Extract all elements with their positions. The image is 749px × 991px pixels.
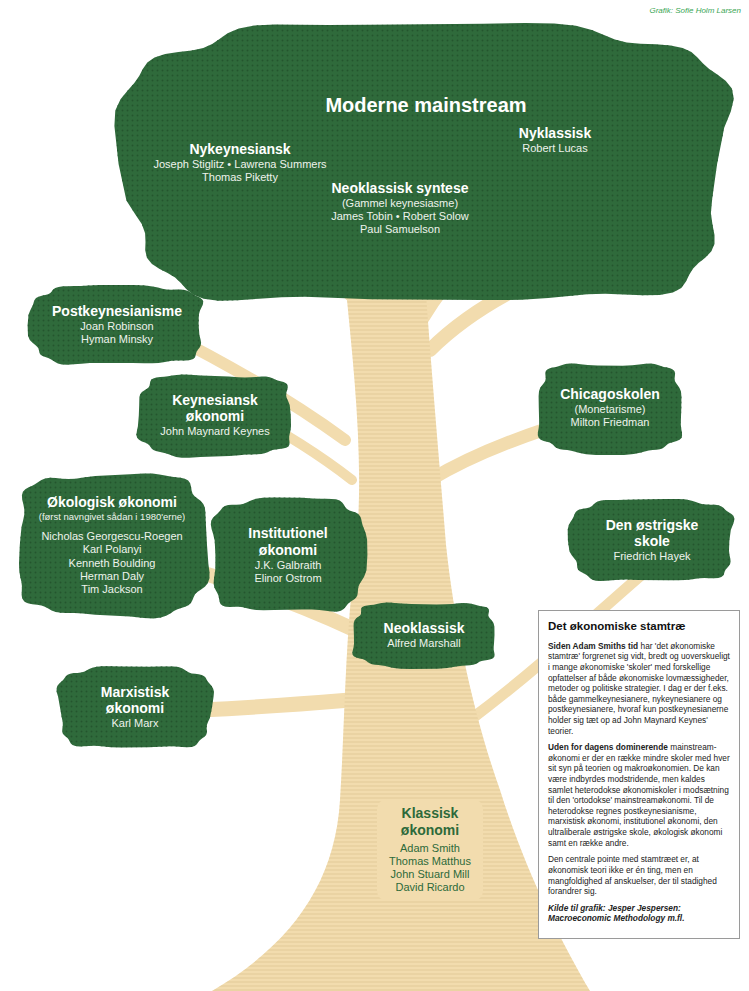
- economist-name: John Maynard Keynes: [160, 425, 269, 438]
- paragraph: Siden Adam Smiths tidhar 'det økonomiske…: [548, 641, 730, 736]
- economist-name: Friedrich Hayek: [613, 550, 690, 563]
- economist-name: Adam Smith: [400, 842, 460, 855]
- school-name: Keynesiansk økonomi: [160, 392, 270, 426]
- economist-name: John Stuard Mill: [391, 868, 470, 881]
- economist-name: Hyman Minsky: [81, 333, 153, 346]
- school-group: NyklassiskRobert Lucas: [515, 122, 596, 158]
- economist-name: Karl Polanyi: [83, 543, 142, 556]
- paragraph: Uden for dagens dominerendemainstream-øk…: [548, 742, 730, 848]
- economist-name: Joseph Stiglitz • Lawrena Summers: [153, 158, 326, 171]
- economist-name: Tim Jackson: [81, 583, 142, 596]
- canopy-region: Moderne mainstreamNykeynesianskJoseph St…: [110, 18, 742, 310]
- economist-name: Elinor Ostrom: [254, 572, 321, 585]
- economist-name: Paul Samuelson: [360, 223, 440, 236]
- school-blob: Keynesiansk økonomiJohn Maynard Keynes: [134, 372, 296, 459]
- school-blob: PostkeynesianismeJoan RobinsonHyman Mins…: [26, 283, 208, 367]
- economist-name: J.K. Galbraith: [255, 559, 322, 572]
- body-text: mainstream-økonomi er der en række mindr…: [548, 742, 730, 847]
- economist-name: David Ricardo: [395, 881, 464, 894]
- school-name: Postkeynesianisme: [52, 303, 182, 320]
- box-heading: Det økonomiske stamtræ: [548, 619, 730, 634]
- school-name: Institutionel økonomi: [233, 525, 343, 559]
- economist-name: Robert Lucas: [522, 142, 587, 155]
- school-name: Nykeynesiansk: [189, 141, 290, 158]
- school-name: Den østrigske skole: [592, 517, 712, 551]
- school-name: Nyklassisk: [519, 125, 591, 142]
- economist-name: Karl Marx: [111, 717, 158, 730]
- source-note: Kilde til grafik: Jesper Jespersen: Macr…: [548, 903, 730, 924]
- body-text: Den centrale pointe med stamtræet er, at…: [548, 854, 730, 896]
- economist-name: (først navngivet sådan i 1980'erne): [39, 511, 186, 522]
- economist-name: Alfred Marshall: [387, 637, 460, 650]
- trunk-label: Klassisk økonomiAdam SmithThomas Matthus…: [377, 799, 483, 901]
- economist-name: Nicholas Georgescu-Roegen: [41, 530, 182, 543]
- school-blob: Marxistisk økonomiKarl Marx: [54, 664, 216, 751]
- school-name: Klassisk økonomi: [385, 805, 475, 839]
- school-name: Økologisk økonomi: [47, 494, 177, 511]
- lead-in: Uden for dagens dominerende: [548, 742, 668, 752]
- economist-name: Kenneth Boulding: [69, 557, 156, 570]
- info-box: Det økonomiske stamtræSiden Adam Smiths …: [538, 610, 740, 939]
- body-text: har 'det økonomiske stamtræ' forgrenet s…: [548, 641, 730, 736]
- school-blob: Chicagoskolen(Monetarisme)Milton Friedma…: [534, 360, 686, 456]
- economist-name: Joan Robinson: [80, 320, 153, 333]
- school-blob: Økologisk økonomi(først navngivet sådan …: [13, 470, 212, 620]
- school-group: NykeynesianskJoseph Stiglitz • Lawrena S…: [149, 138, 331, 188]
- canopy-title: Moderne mainstream: [110, 94, 742, 117]
- economist-name: (Gammel keynesiasme): [342, 197, 458, 210]
- school-group: Neoklassisk syntese(Gammel keynesiasme)J…: [327, 177, 473, 240]
- school-blob: Institutionel økonomiJ.K. GalbraithElino…: [207, 495, 369, 615]
- economist-name: Thomas Matthus: [389, 855, 471, 868]
- economist-name: Thomas Piketty: [202, 171, 278, 184]
- school-name: Neoklassisk: [384, 620, 465, 637]
- lead-in: Siden Adam Smiths tid: [548, 641, 638, 651]
- school-name: Neoklassisk syntese: [332, 180, 469, 197]
- economist-name: James Tobin • Robert Solow: [331, 210, 469, 223]
- school-name: Chicagoskolen: [560, 386, 660, 403]
- school-blob: NeoklassiskAlfred Marshall: [349, 600, 499, 670]
- economist-name: (Monetarisme): [575, 403, 646, 416]
- economist-name: Milton Friedman: [571, 416, 650, 429]
- economist-name: Herman Daly: [80, 570, 144, 583]
- school-name: Marxistisk økonomi: [80, 684, 190, 718]
- school-blob: Den østrigske skoleFriedrich Hayek: [566, 497, 738, 584]
- graphic-credit: Grafik: Sofie Holm Larsen: [649, 6, 741, 15]
